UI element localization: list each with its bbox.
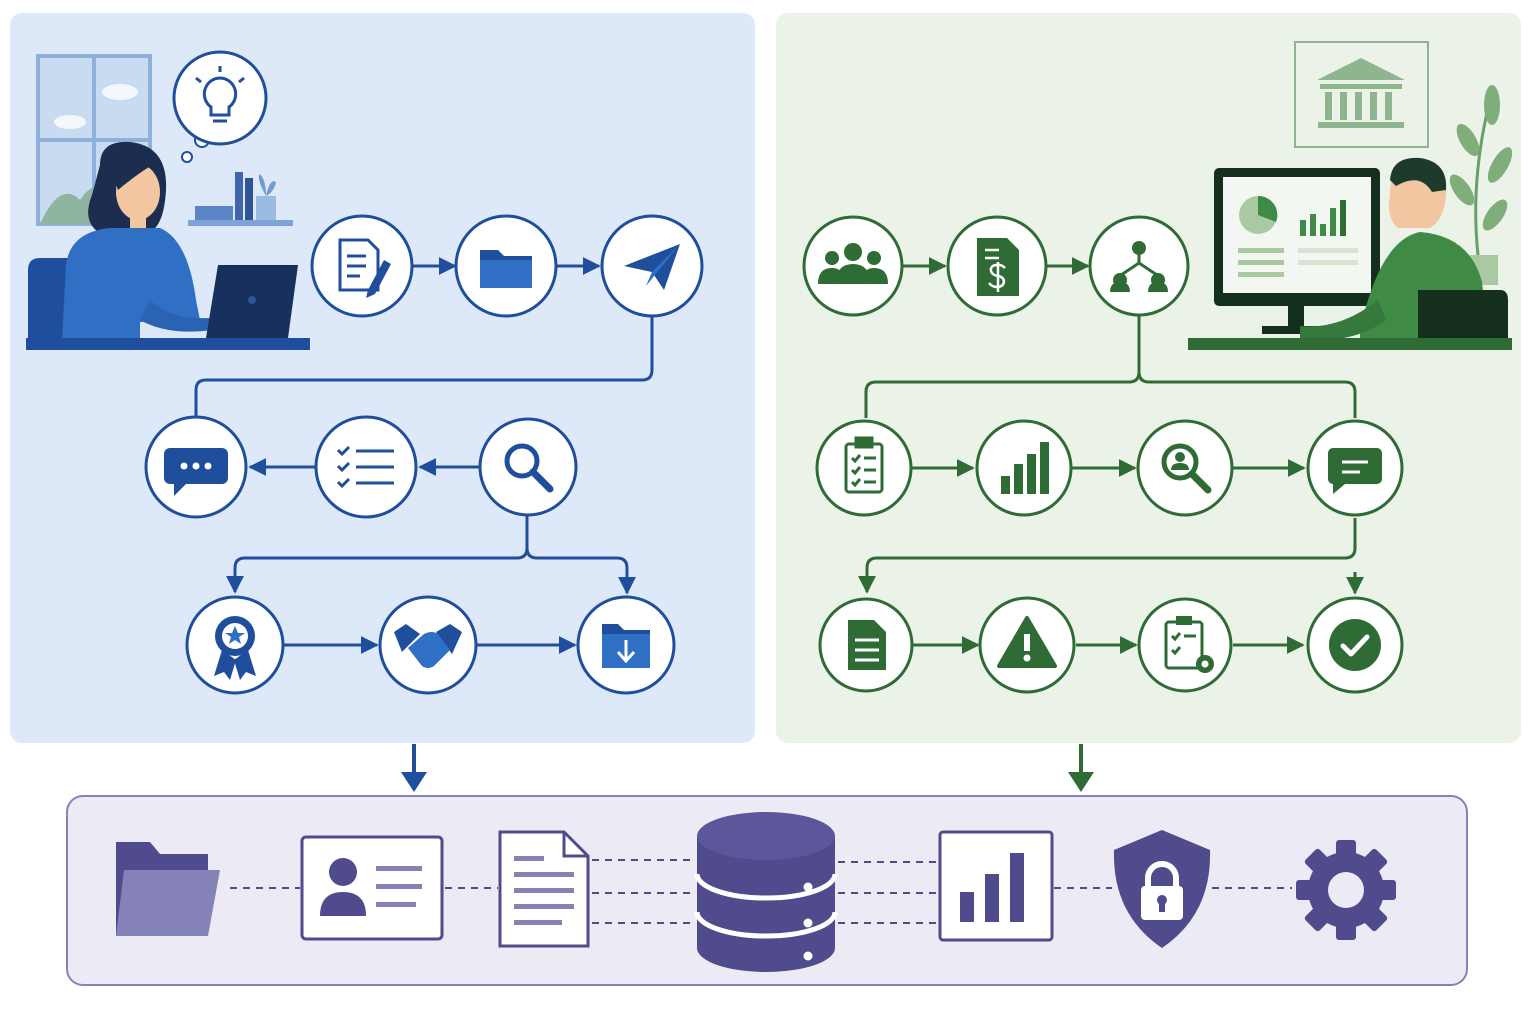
clipboard-check-icon	[844, 436, 884, 494]
node-clipboard-gear	[1137, 597, 1233, 693]
node-document	[818, 597, 914, 693]
node-bar-chart	[975, 419, 1073, 517]
node-people-group	[802, 215, 904, 317]
magnifier-icon	[504, 443, 554, 493]
right-connectors	[858, 257, 1364, 654]
node-checklist	[314, 415, 418, 519]
node-check-circle	[1306, 596, 1404, 694]
bottom-connectors	[230, 859, 1292, 924]
bar-chart-icon	[938, 830, 1054, 942]
node-document-edit	[310, 214, 414, 318]
security-lock-icon	[1113, 830, 1211, 948]
paper-plane-icon	[624, 244, 680, 290]
hierarchy-icon	[1110, 241, 1168, 292]
left-down-arrow	[401, 744, 427, 792]
node-warning	[978, 596, 1076, 694]
clipboard-gear-icon	[1164, 616, 1214, 673]
document-icon	[848, 620, 886, 670]
node-handshake	[378, 595, 478, 695]
node-magnifier	[478, 417, 578, 517]
idea-bubble	[172, 50, 268, 163]
id-card-icon	[300, 835, 444, 941]
node-clipboard-check	[815, 419, 913, 517]
node-hierarchy	[1088, 215, 1190, 317]
check-circle-icon	[1329, 619, 1381, 671]
node-folder	[454, 214, 558, 318]
handshake-icon	[394, 624, 462, 668]
lightbulb-icon	[195, 66, 245, 123]
chat-bubble-icon	[164, 448, 228, 496]
node-person-search	[1136, 419, 1234, 517]
woman-at-laptop-illustration	[26, 141, 310, 350]
man-at-monitor-illustration	[1188, 157, 1512, 350]
document-edit-icon	[338, 238, 391, 298]
document-icon	[498, 830, 590, 948]
checklist-icon	[336, 445, 394, 489]
database-icon	[694, 812, 838, 972]
shelf-illustration	[188, 172, 293, 226]
bank-icon	[1317, 58, 1405, 128]
left-connectors	[194, 257, 654, 654]
node-invoice	[946, 215, 1048, 317]
person-search-icon	[1161, 443, 1212, 494]
node-folder-download	[576, 595, 676, 695]
invoice-dollar-icon	[977, 238, 1019, 296]
award-ribbon-icon	[214, 616, 256, 680]
node-award	[185, 595, 285, 695]
people-group-icon	[818, 243, 888, 284]
right-down-arrow	[1068, 744, 1094, 792]
gear-icon	[1296, 840, 1396, 940]
right-panel	[776, 13, 1521, 743]
left-panel	[10, 13, 755, 743]
node-paper-plane	[600, 214, 704, 318]
bar-chart-icon	[1001, 442, 1049, 494]
folder-icon	[116, 842, 220, 936]
bank-sign	[1294, 41, 1429, 148]
node-message	[1306, 419, 1404, 517]
message-icon	[1328, 448, 1382, 494]
warning-icon	[997, 616, 1057, 668]
bottom-bar	[66, 795, 1468, 986]
folder-download-icon	[602, 624, 650, 668]
node-chat	[144, 415, 248, 519]
